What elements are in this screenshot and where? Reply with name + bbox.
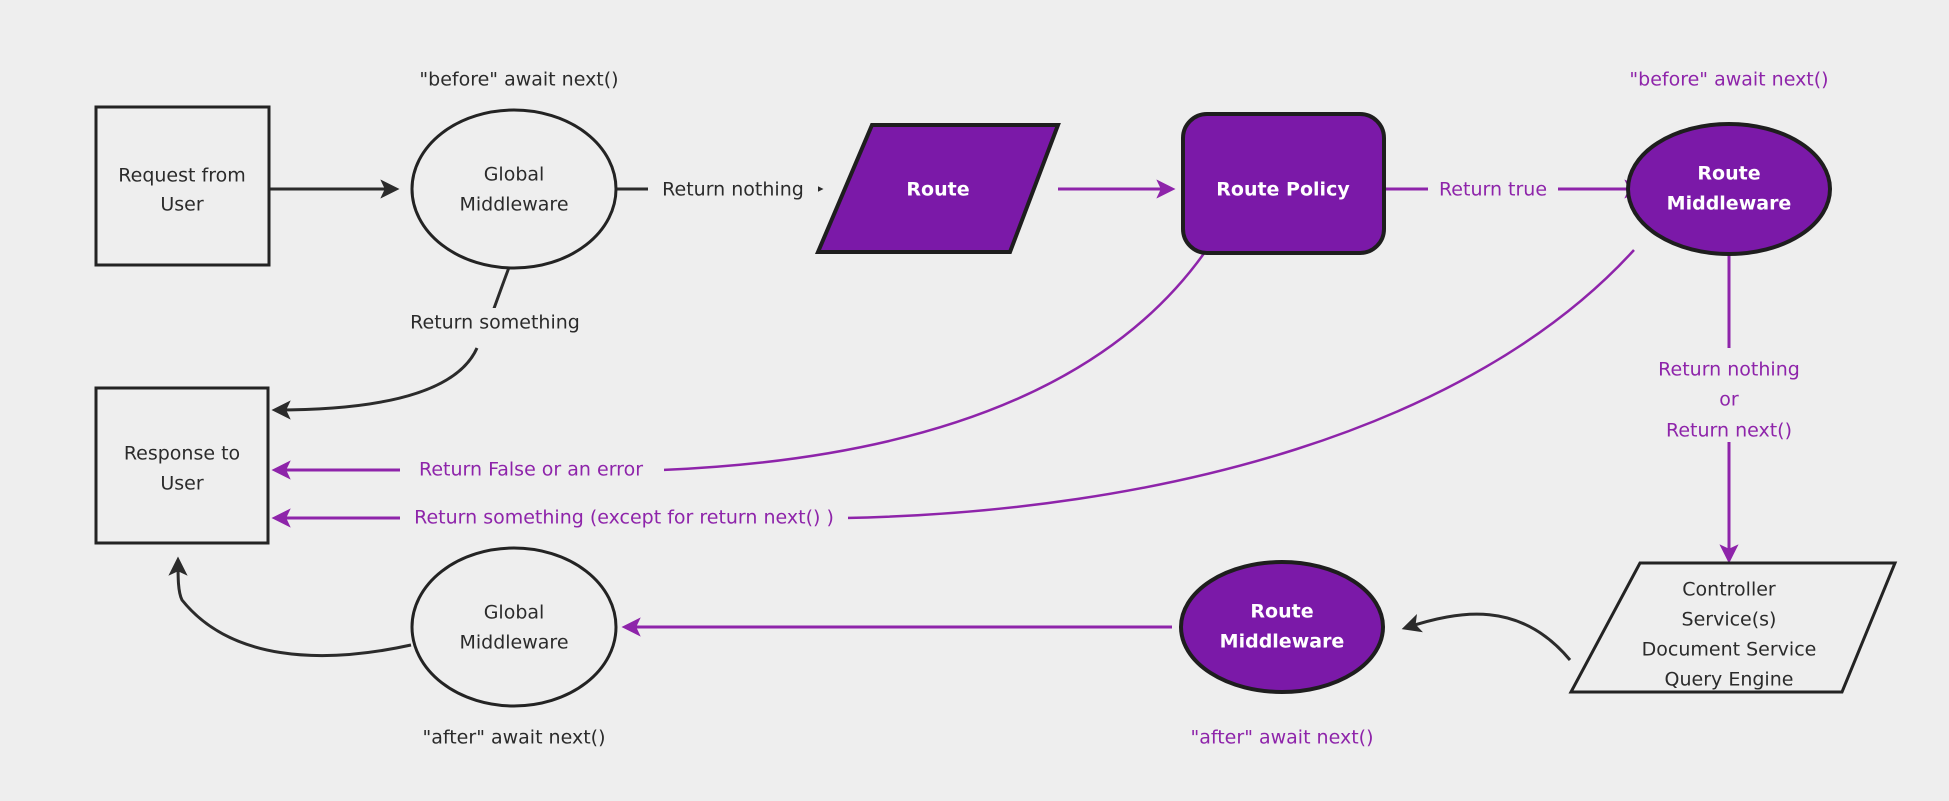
response-label-line1: Response to [124, 443, 240, 465]
return-nothing-label-bg [648, 175, 818, 203]
controller-label-line4: Query Engine [1665, 669, 1794, 691]
edge-controller-to-route-middleware-bottom [1401, 612, 1572, 661]
edge-label-return-nothing: Return nothing [662, 179, 804, 201]
route-policy-shape [1181, 112, 1386, 255]
edge-label-return-false-or-error: Return False or an error [419, 459, 643, 481]
return-true-label-bg [1428, 175, 1558, 203]
node-response-to-user[interactable]: Response to User [94, 386, 270, 545]
node-route-policy[interactable]: Route Policy [1181, 112, 1386, 255]
route-middleware-bottom-shape [1179, 560, 1385, 694]
global-middleware-top-label-line1: Global [484, 164, 545, 186]
return-something-except-label-bg [402, 504, 848, 532]
node-global-middleware-bottom[interactable]: Global Middleware [410, 546, 618, 708]
controller-label-line2: Service(s) [1682, 609, 1777, 631]
request-label-line2: User [160, 194, 203, 216]
edge-label-return-nothing-or-next-line1: Return nothing [1658, 359, 1800, 381]
return-something-label-bg [404, 308, 586, 336]
edge-label-return-true: Return true [1439, 179, 1547, 201]
node-request-from-user[interactable]: Request from User [94, 105, 271, 267]
request-label-line1: Request from [118, 165, 245, 187]
edge-global-middleware-bottom-to-response [168, 556, 412, 658]
edge-label-return-something: Return something [410, 312, 580, 334]
edge-route-middleware-to-response-curve [844, 249, 1635, 520]
route-shape [814, 123, 1061, 254]
response-label-line2: User [160, 473, 203, 495]
route-policy-label: Route Policy [1216, 179, 1350, 201]
node-controller-services[interactable]: Controller Service(s) Document Service Q… [1568, 561, 1898, 694]
global-middleware-top-label-line2: Middleware [459, 194, 568, 216]
annotation-after-await-next-dark: "after" await next() [423, 727, 606, 749]
response-box-shape [94, 386, 270, 545]
global-middleware-top-shape [410, 108, 618, 270]
node-route-middleware-top[interactable]: Route Middleware [1626, 122, 1832, 256]
controller-label-line1: Controller [1682, 579, 1776, 601]
route-middleware-top-shape [1626, 122, 1832, 256]
annotation-before-await-next-purple: "before" await next() [1629, 69, 1828, 91]
edge-label-return-something-except: Return something (except for return next… [414, 507, 834, 529]
return-nothing-or-next-label-bg [1640, 356, 1820, 442]
edge-label-return-nothing-or-next-line2: or [1719, 389, 1739, 411]
edge-route-policy-to-response-curve [661, 251, 1207, 472]
annotation-after-await-next-purple: "after" await next() [1191, 727, 1374, 749]
node-route-middleware-bottom[interactable]: Route Middleware [1179, 560, 1385, 694]
route-label: Route [906, 179, 969, 201]
global-middleware-bottom-label-line2: Middleware [459, 632, 568, 654]
node-route[interactable]: Route [814, 123, 1061, 254]
route-middleware-bottom-label-line1: Route [1250, 601, 1313, 623]
edge-label-return-nothing-or-next-line3: Return next() [1666, 420, 1792, 442]
return-false-label-bg [402, 456, 664, 484]
edge-global-middleware-to-response-lower [271, 347, 479, 420]
controller-label-line3: Document Service [1642, 639, 1817, 661]
global-middleware-bottom-label-line1: Global [484, 602, 545, 624]
annotation-before-await-next-dark: "before" await next() [419, 69, 618, 91]
controller-shape [1568, 561, 1898, 694]
request-box-shape [94, 105, 271, 267]
route-middleware-bottom-label-line2: Middleware [1220, 631, 1345, 653]
global-middleware-bottom-shape [410, 546, 618, 708]
route-middleware-top-label-line1: Route [1697, 163, 1760, 185]
route-middleware-top-label-line2: Middleware [1667, 193, 1792, 215]
node-global-middleware-top[interactable]: Global Middleware [410, 108, 618, 270]
edge-global-middleware-to-response-upper [490, 261, 513, 315]
